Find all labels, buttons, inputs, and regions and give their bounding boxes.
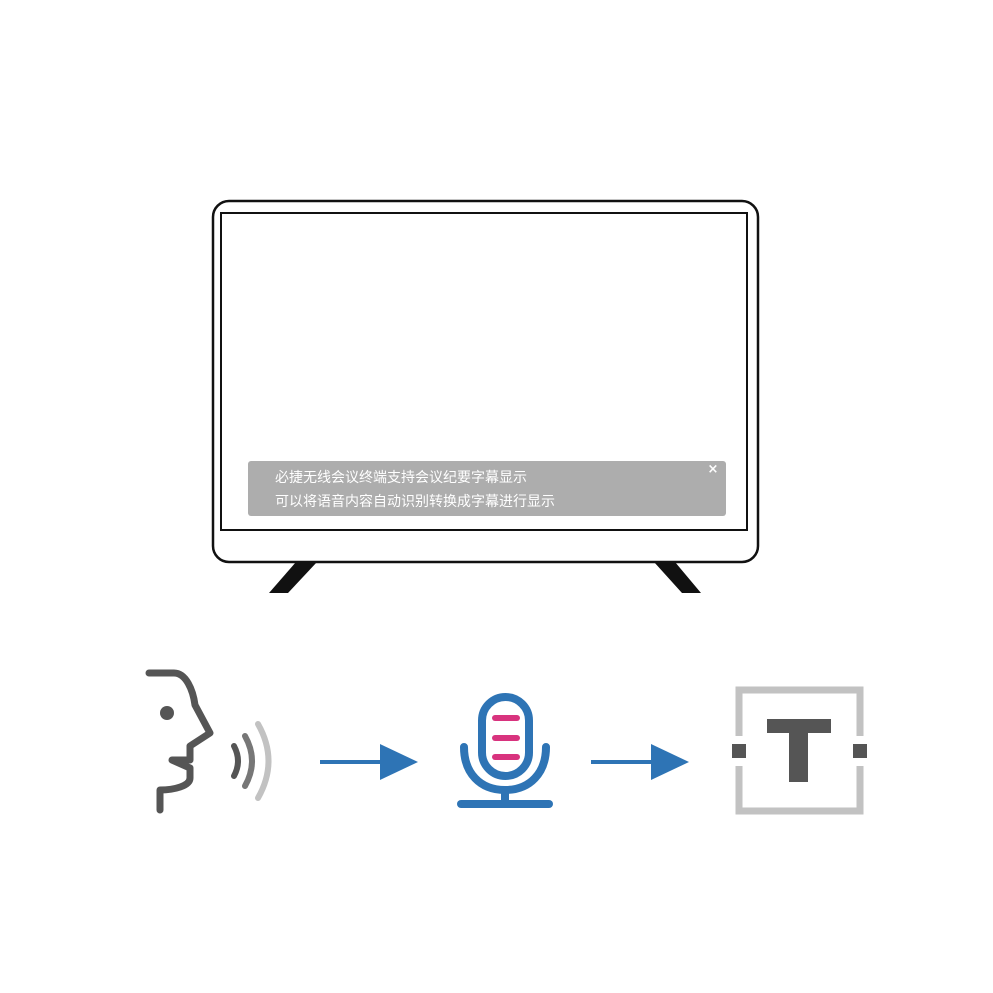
arrow-right-icon (320, 744, 418, 780)
caption-line-1: 必捷无线会议终端支持会议纪要字幕显示 (275, 470, 527, 486)
speech-to-text-flow (145, 669, 867, 815)
text-recognition-icon (732, 686, 867, 815)
tv-stand-right (654, 562, 701, 593)
speaking-head-icon (145, 669, 214, 814)
caption-line-2: 可以将语音内容自动识别转换成字幕进行显示 (275, 494, 555, 510)
tv-stand-left (269, 562, 317, 593)
microphone-icon (457, 693, 553, 808)
subtitle-caption-box: 必捷无线会议终端支持会议纪要字幕显示 可以将语音内容自动识别转换成字幕进行显示 … (248, 461, 726, 516)
sound-waves-icon (231, 721, 272, 801)
speaking-head-eye (160, 706, 174, 720)
close-icon[interactable]: × (707, 462, 719, 477)
television-illustration (211, 199, 760, 593)
arrow-right-icon (591, 744, 689, 780)
